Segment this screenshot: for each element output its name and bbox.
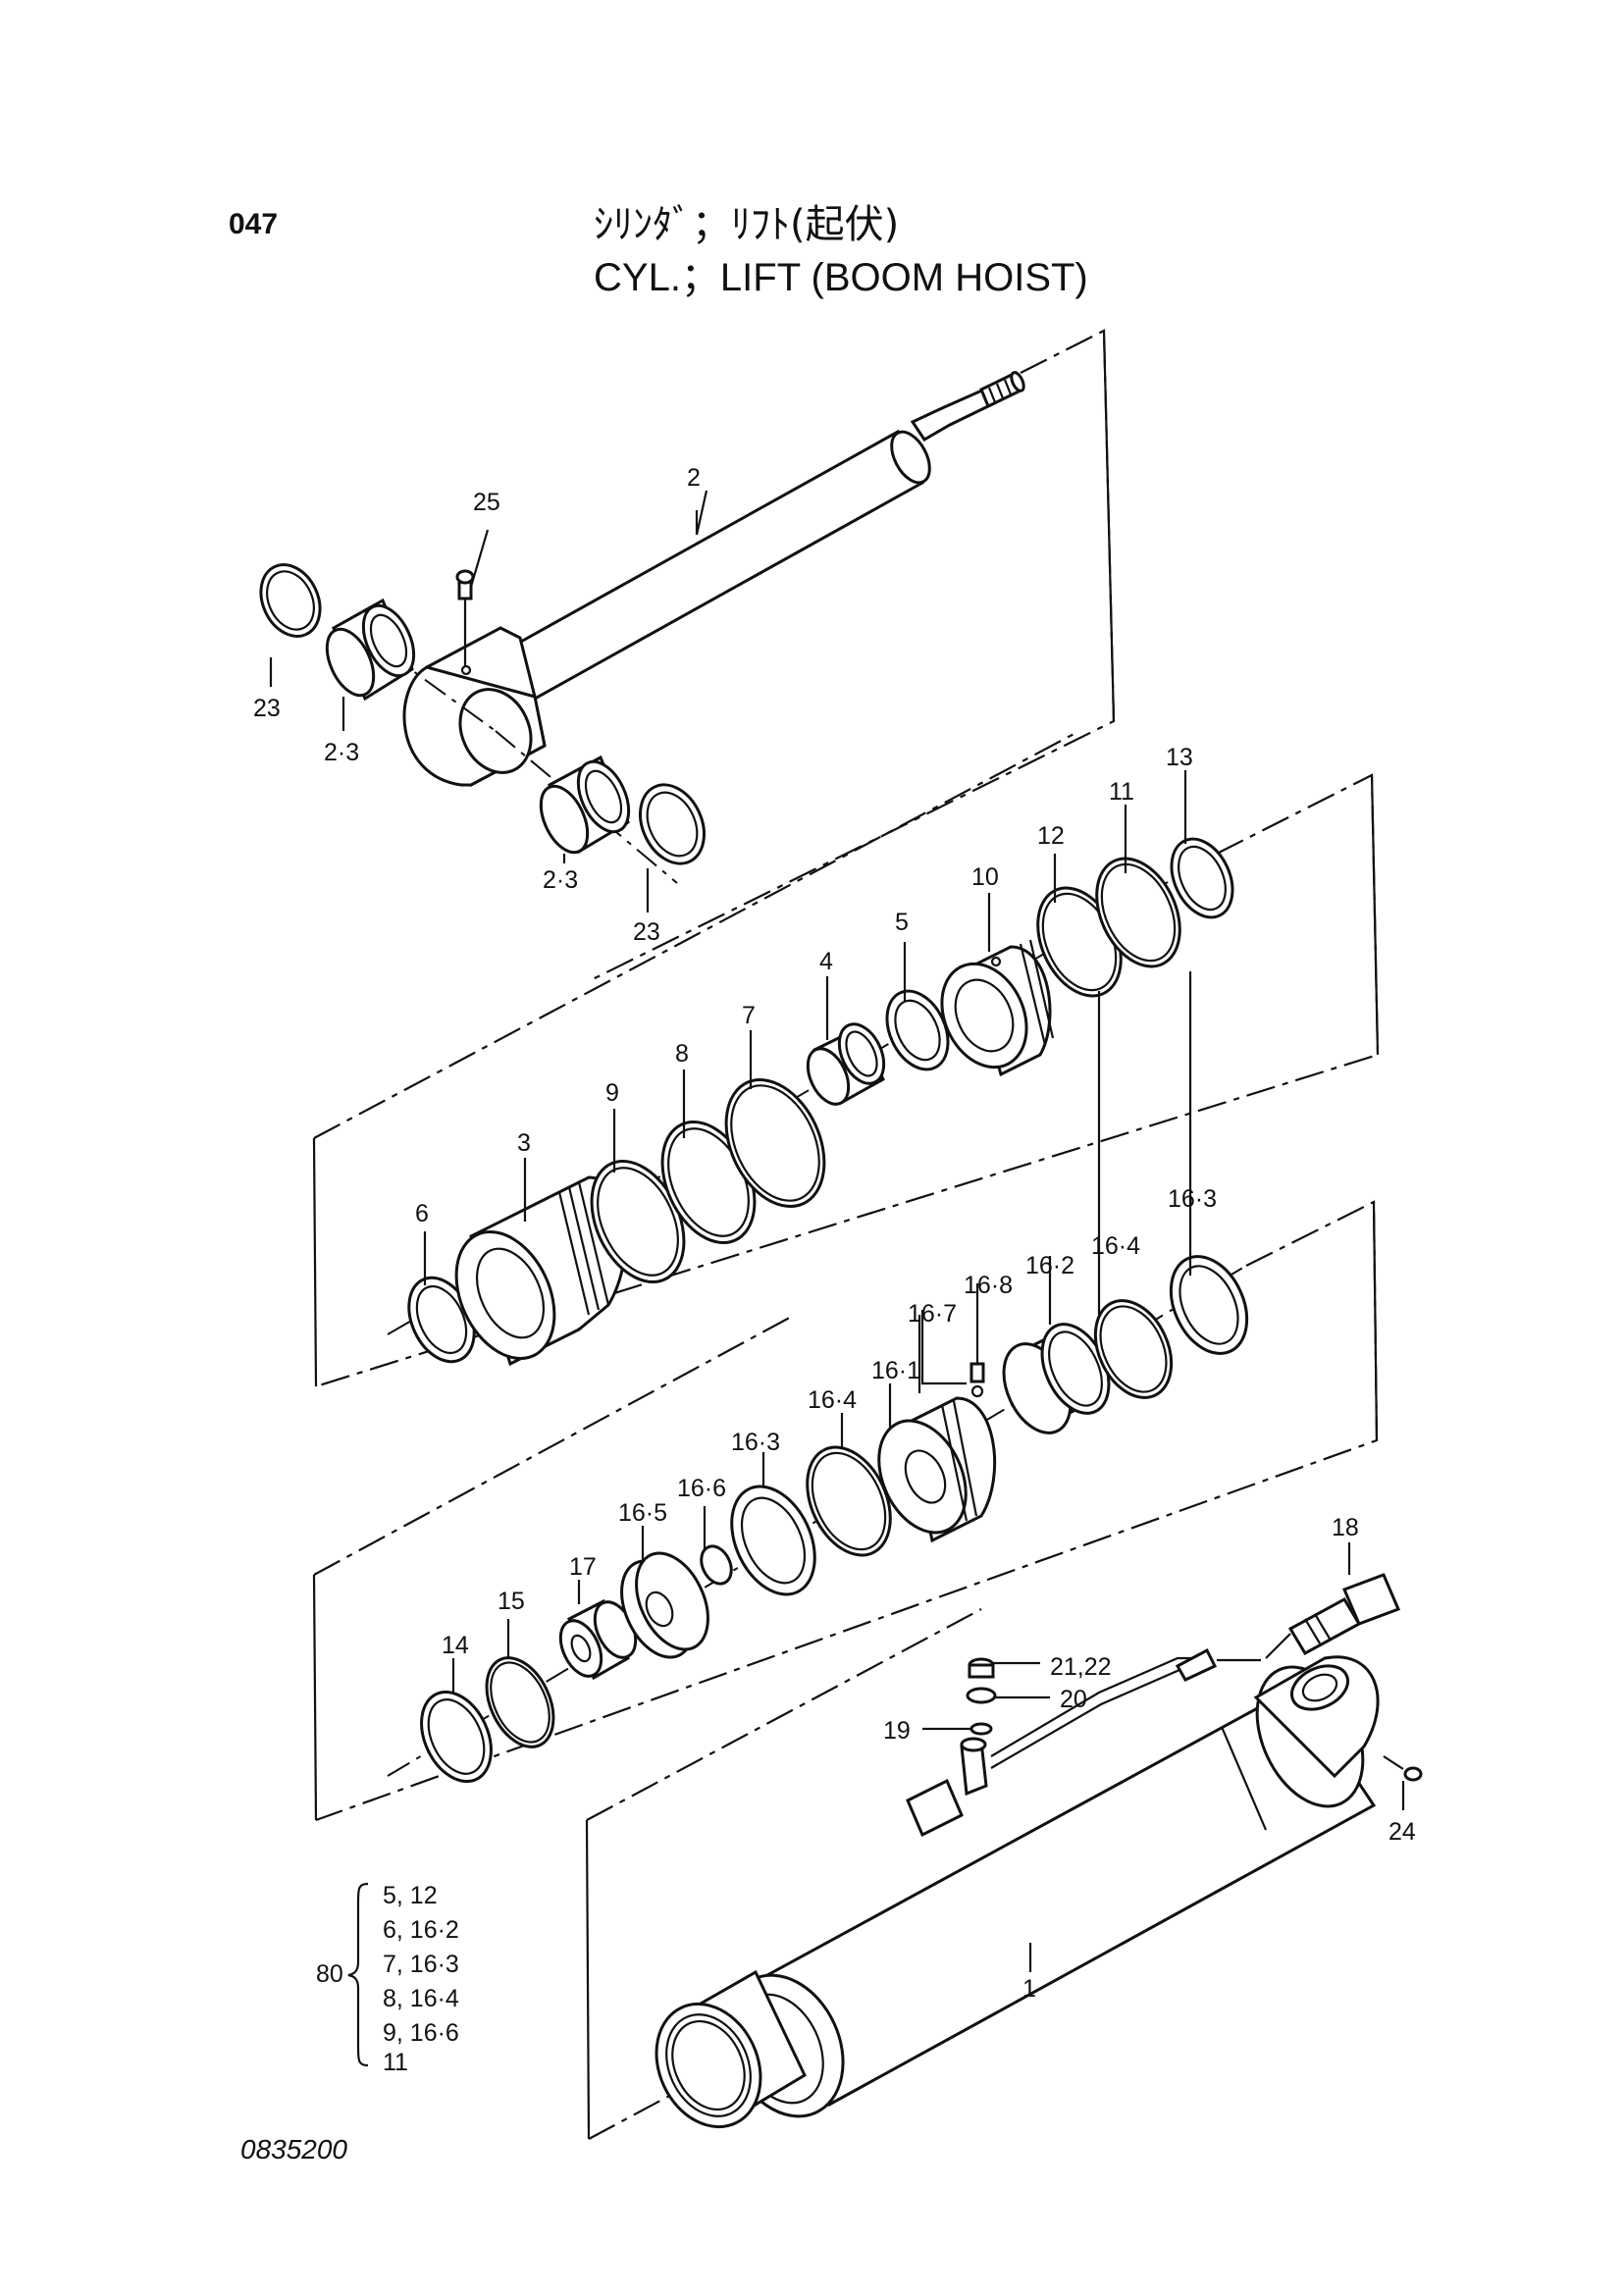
part-ring-16-4b — [1093, 1299, 1174, 1399]
callout-23-right: 23 — [633, 918, 660, 946]
part-ring-14 — [420, 1690, 493, 1784]
callout-24: 24 — [1388, 1818, 1416, 1846]
rod-eye — [402, 626, 547, 788]
part-plug-16-8 — [969, 1283, 985, 1398]
callout-16-2: 16·2 — [1025, 1252, 1074, 1279]
drawing-number: 0835200 — [240, 2134, 348, 2164]
callout-2: 2 — [687, 464, 701, 492]
part-o-ring-16-6 — [700, 1544, 733, 1586]
callout-6: 6 — [415, 1200, 429, 1227]
callout-16-3-right: 16·3 — [1168, 1185, 1217, 1213]
callout-14: 14 — [442, 1632, 469, 1659]
part-piston-rod — [387, 370, 1025, 884]
part-bushing-2-3-left — [325, 598, 416, 702]
frame-piston-group — [312, 1200, 1379, 1822]
part-ring-15 — [485, 1656, 555, 1748]
kit-row-3: 7, 16·3 — [383, 1951, 459, 1978]
callout-11: 11 — [1109, 778, 1134, 806]
callout-18: 18 — [1332, 1514, 1359, 1541]
part-wear-ring-16-3b — [1169, 1255, 1249, 1355]
part-piston-16-1 — [877, 1396, 997, 1543]
tube-eye — [1253, 1655, 1380, 1779]
callout-16-7: 16·7 — [908, 1300, 957, 1328]
part-cylinder-tube — [655, 1647, 1380, 2129]
callout-12: 12 — [1037, 822, 1065, 850]
callout-16-4-right: 16·4 — [1091, 1232, 1140, 1260]
part-grease-fitting — [455, 529, 490, 667]
kit-row-4: 8, 16·4 — [383, 1985, 459, 2012]
leader-lines — [269, 510, 1192, 1972]
callout-7: 7 — [742, 1002, 756, 1029]
callout-17: 17 — [569, 1553, 597, 1581]
callout-9: 9 — [605, 1079, 619, 1107]
part-washer-19 — [922, 1722, 993, 1736]
part-bushing-2-3-right — [539, 755, 631, 855]
callout-16-1: 16·1 — [871, 1357, 920, 1384]
kit-row-1: 5, 12 — [383, 1882, 438, 1909]
callout-20: 20 — [1060, 1686, 1087, 1713]
title-japanese: ｼﾘﾝﾀﾞ；ﾘﾌﾄ(起伏) — [594, 202, 900, 247]
part-ring-13 — [1170, 837, 1234, 919]
part-o-ring-7 — [724, 1078, 826, 1208]
frame-piston-rod-group — [588, 329, 1116, 982]
part-seal-23-right — [639, 783, 706, 865]
kit-number: 80 — [316, 1960, 343, 1988]
callout-8: 8 — [675, 1040, 689, 1068]
callout-10: 10 — [971, 863, 999, 891]
part-wear-ring-16-3a — [730, 1485, 816, 1596]
callout-13: 13 — [1166, 744, 1193, 771]
kit-row-5: 9, 16·6 — [383, 2019, 459, 2047]
callout-3: 3 — [517, 1129, 531, 1157]
callout-1: 1 — [1022, 1975, 1036, 2003]
callout-4: 4 — [819, 948, 833, 975]
part-piston-16-5 — [620, 1551, 709, 1659]
part-head-10 — [940, 939, 1055, 1077]
callout-16-5: 16·5 — [618, 1499, 667, 1527]
part-sensor-18 — [1265, 1542, 1400, 1659]
kit-80-list: 80 5, 12 6, 16·2 7, 16·3 8, 16·4 9, 16·6… — [316, 1882, 459, 2076]
part-seal-23-left — [259, 563, 322, 638]
callout-19: 19 — [883, 1717, 911, 1745]
callout-16-4-left: 16·4 — [808, 1386, 857, 1414]
tube-port — [906, 1737, 988, 1838]
callout-2-3-right: 2·3 — [543, 866, 578, 894]
page-number: 047 — [229, 208, 279, 240]
callout-5: 5 — [895, 909, 909, 936]
rod-thread — [979, 370, 1025, 409]
callout-2-3-left: 2·3 — [324, 739, 359, 766]
frame-head-group — [312, 730, 1380, 1388]
kit-row-2: 6, 16·2 — [383, 1916, 459, 1944]
tube-pipe — [990, 1647, 1261, 1769]
part-washer-20 — [966, 1687, 1050, 1704]
callout-16-8: 16·8 — [964, 1272, 1013, 1299]
part-ring-16-2 — [1002, 1323, 1111, 1434]
callout-labels: 2 25 23 2·3 2·3 23 13 11 12 10 5 4 7 8 9… — [253, 464, 1416, 2003]
part-screw-24 — [1383, 1755, 1423, 1810]
part-o-ring-11 — [1095, 857, 1181, 968]
part-plug-21-22 — [968, 1657, 1040, 1679]
title-english: CYL.；LIFT (BOOM HOIST) — [594, 256, 1088, 299]
callout-16-3-left: 16·3 — [731, 1429, 780, 1456]
callout-21-22: 21,22 — [1050, 1653, 1112, 1681]
callout-15: 15 — [498, 1588, 525, 1615]
kit-row-6: 11 — [383, 2049, 408, 2076]
callout-16-6: 16·6 — [677, 1475, 726, 1502]
part-cushion-17 — [558, 1598, 638, 1681]
callout-25: 25 — [473, 489, 500, 516]
part-seal-6 — [407, 1276, 476, 1364]
part-bushing-4 — [806, 1022, 886, 1106]
callout-23-left: 23 — [253, 695, 281, 722]
